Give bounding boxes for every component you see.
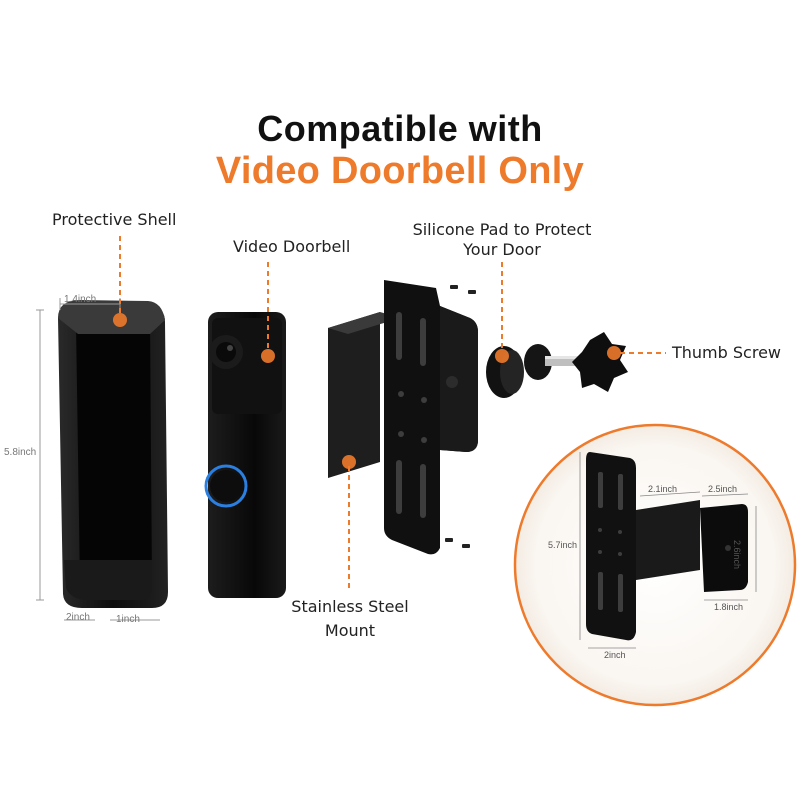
label-video-doorbell: Video Doorbell [233,237,351,256]
dim-shell-width: 1.4inch [64,294,97,305]
dim-shell-height: 5.8inch [4,447,37,458]
screws-illustration [445,285,476,548]
dim-shell-depth: 1inch [116,614,140,625]
thumb-screw-illustration [524,332,628,392]
protective-shell-illustration [58,300,168,608]
callout-dots [113,313,621,469]
label-silicone-pad-line2: Your Door [463,240,541,259]
dim-mount-c: 2.6inch [732,540,742,570]
label-protective-shell: Protective Shell [52,210,177,229]
headline-compatible: Compatible with [257,108,543,149]
mount-detail-inset [513,423,797,707]
label-thumb-screw: Thumb Screw [672,343,781,362]
headline-video-doorbell: Video Doorbell Only [215,150,585,192]
dim-shell-depth2: 2inch [66,612,90,623]
label-mount-line2: Mount [324,621,376,640]
dim-mount-a: 2.1inch [648,484,678,494]
dim-mount-f: 2inch [604,650,626,660]
dim-mount-e: 1.8inch [714,602,744,612]
steel-mount-illustration [328,280,478,555]
label-silicone-pad-line1: Silicone Pad to Protect [412,220,592,239]
video-doorbell-illustration [204,312,286,598]
dim-mount-d: 5.7inch [548,540,578,550]
label-mount-line1: Stainless Steel [291,597,409,616]
callout-lines [119,236,666,590]
dim-mount-b: 2.5inch [708,484,738,494]
